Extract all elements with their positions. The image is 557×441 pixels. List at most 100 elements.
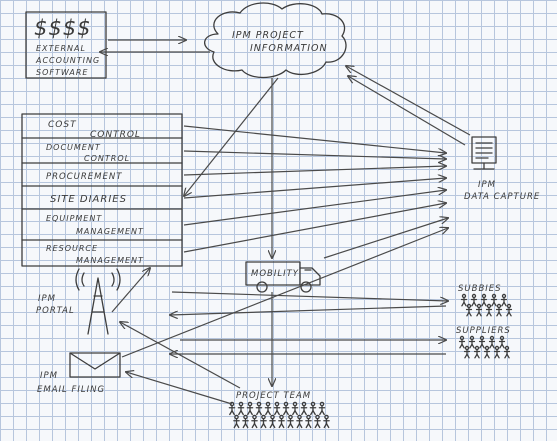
arrow-capture-to-cloud	[348, 76, 466, 146]
portal-node: IPM PORTAL	[36, 268, 121, 335]
cloud-label-line1: IPM PROJECT	[232, 30, 304, 41]
person-figure	[505, 303, 513, 317]
suppliers-label: SUPPLIERS	[456, 326, 511, 336]
subbies-node: SUBBIES	[458, 284, 513, 317]
person-figure	[500, 293, 508, 307]
module-stack-box	[21, 113, 183, 267]
project-team-node: PROJECT TEAM	[228, 391, 330, 429]
arrow-email-to-capture	[121, 228, 448, 358]
person-figure	[458, 335, 466, 349]
person-figure	[300, 401, 308, 416]
envelope-icon	[69, 352, 121, 378]
module-equipment-management-line2: MANAGEMENT	[76, 227, 144, 236]
arrow-cloud-to-site-diaries	[184, 77, 279, 196]
person-figure	[264, 401, 272, 416]
arrow-team-to-portal	[120, 322, 241, 389]
person-figure	[291, 401, 299, 416]
person-figure	[498, 335, 506, 349]
subbies-label: SUBBIES	[458, 284, 502, 294]
arrow-module-to-capture	[183, 150, 446, 159]
person-figure	[503, 345, 511, 359]
cloud-label-line2: INFORMATION	[250, 43, 328, 54]
module-stack: COST CONTROL DOCUMENT CONTROL PROCUREMEN…	[21, 113, 183, 267]
suppliers-people-icon	[458, 335, 511, 359]
person-figure	[287, 414, 294, 429]
module-document-control-line2: CONTROL	[84, 154, 130, 163]
person-figure	[246, 401, 254, 416]
person-figure	[490, 293, 498, 307]
email-filing-node: IPM EMAIL FILING	[37, 352, 121, 395]
email-label-line1: IPM	[40, 371, 58, 381]
accounting-label-line2: ACCOUNTING	[35, 56, 100, 65]
mobility-label: MOBILITY	[251, 269, 299, 279]
data-capture-node: IPM DATA CAPTURE	[464, 136, 540, 202]
person-figure	[228, 401, 236, 416]
module-site-diaries-line1: SITE DIARIES	[50, 194, 127, 205]
portal-label-line2: PORTAL	[36, 306, 75, 316]
module-procurement-line1: PROCUREMENT	[46, 172, 122, 182]
arrow-team-to-email	[126, 372, 233, 405]
person-figure	[296, 414, 303, 429]
truck-icon	[245, 261, 321, 293]
person-figure	[282, 401, 290, 416]
person-figure	[318, 401, 326, 416]
person-figure	[488, 335, 496, 349]
person-figure	[470, 293, 478, 307]
person-figure	[463, 345, 471, 359]
person-figure	[233, 414, 240, 429]
person-figure	[260, 414, 267, 429]
person-figure	[480, 293, 488, 307]
module-cost-control-line2: CONTROL	[90, 130, 141, 140]
connector-arrows	[100, 40, 471, 405]
arrow-module-to-capture	[183, 125, 446, 153]
person-figure	[485, 303, 493, 317]
project-team-people-icon	[228, 401, 330, 429]
person-figure	[460, 293, 468, 307]
person-figure	[273, 401, 281, 416]
person-figure	[493, 345, 501, 359]
subbies-people-icon	[460, 293, 513, 317]
arrow-module-to-capture	[183, 203, 446, 253]
module-document-control-line1: DOCUMENT	[46, 143, 101, 152]
portal-label-line1: IPM	[38, 294, 56, 304]
person-figure	[309, 401, 317, 416]
arrow-module-to-capture	[183, 190, 446, 226]
email-label-line2: EMAIL FILING	[37, 385, 105, 395]
arrow-module-to-capture	[183, 178, 446, 199]
person-figure	[468, 335, 476, 349]
person-figure	[478, 335, 486, 349]
cloud-outline	[204, 2, 347, 79]
person-figure	[237, 401, 245, 416]
person-figure	[475, 303, 483, 317]
data-capture-label-line2: DATA CAPTURE	[464, 192, 540, 202]
data-capture-label-line1: IPM	[478, 180, 496, 190]
mobility-node: MOBILITY	[245, 261, 321, 293]
person-figure	[465, 303, 473, 317]
person-figure	[314, 414, 321, 429]
project-team-label: PROJECT TEAM	[236, 391, 311, 401]
accounting-box	[25, 11, 107, 79]
arrow-module-to-capture	[183, 166, 446, 176]
arrow-subbies-to-portal	[170, 305, 447, 315]
computer-icon	[471, 136, 497, 170]
person-figure	[495, 303, 503, 317]
person-figure	[483, 345, 491, 359]
person-figure	[269, 414, 276, 429]
person-figure	[278, 414, 285, 429]
person-figure	[251, 414, 258, 429]
module-resource-management-line1: RESOURCE	[46, 244, 98, 253]
person-figure	[305, 414, 312, 429]
arrow-portal-to-resource	[111, 268, 150, 313]
accounting-label-line1: EXTERNAL	[36, 44, 86, 53]
person-figure	[473, 345, 481, 359]
person-figure	[323, 414, 330, 429]
external-accounting-node: $$$$ EXTERNAL ACCOUNTING SOFTWARE	[25, 11, 107, 79]
module-cost-control-line1: COST	[48, 120, 77, 130]
arrow-capture-to-cloud	[346, 66, 471, 136]
antenna-tower-icon	[75, 268, 121, 335]
arrow-portal-to-subbies	[171, 291, 448, 301]
accounting-symbols: $$$$	[34, 16, 91, 40]
person-figure	[242, 414, 249, 429]
arrow-mobility-to-capture	[323, 218, 448, 259]
